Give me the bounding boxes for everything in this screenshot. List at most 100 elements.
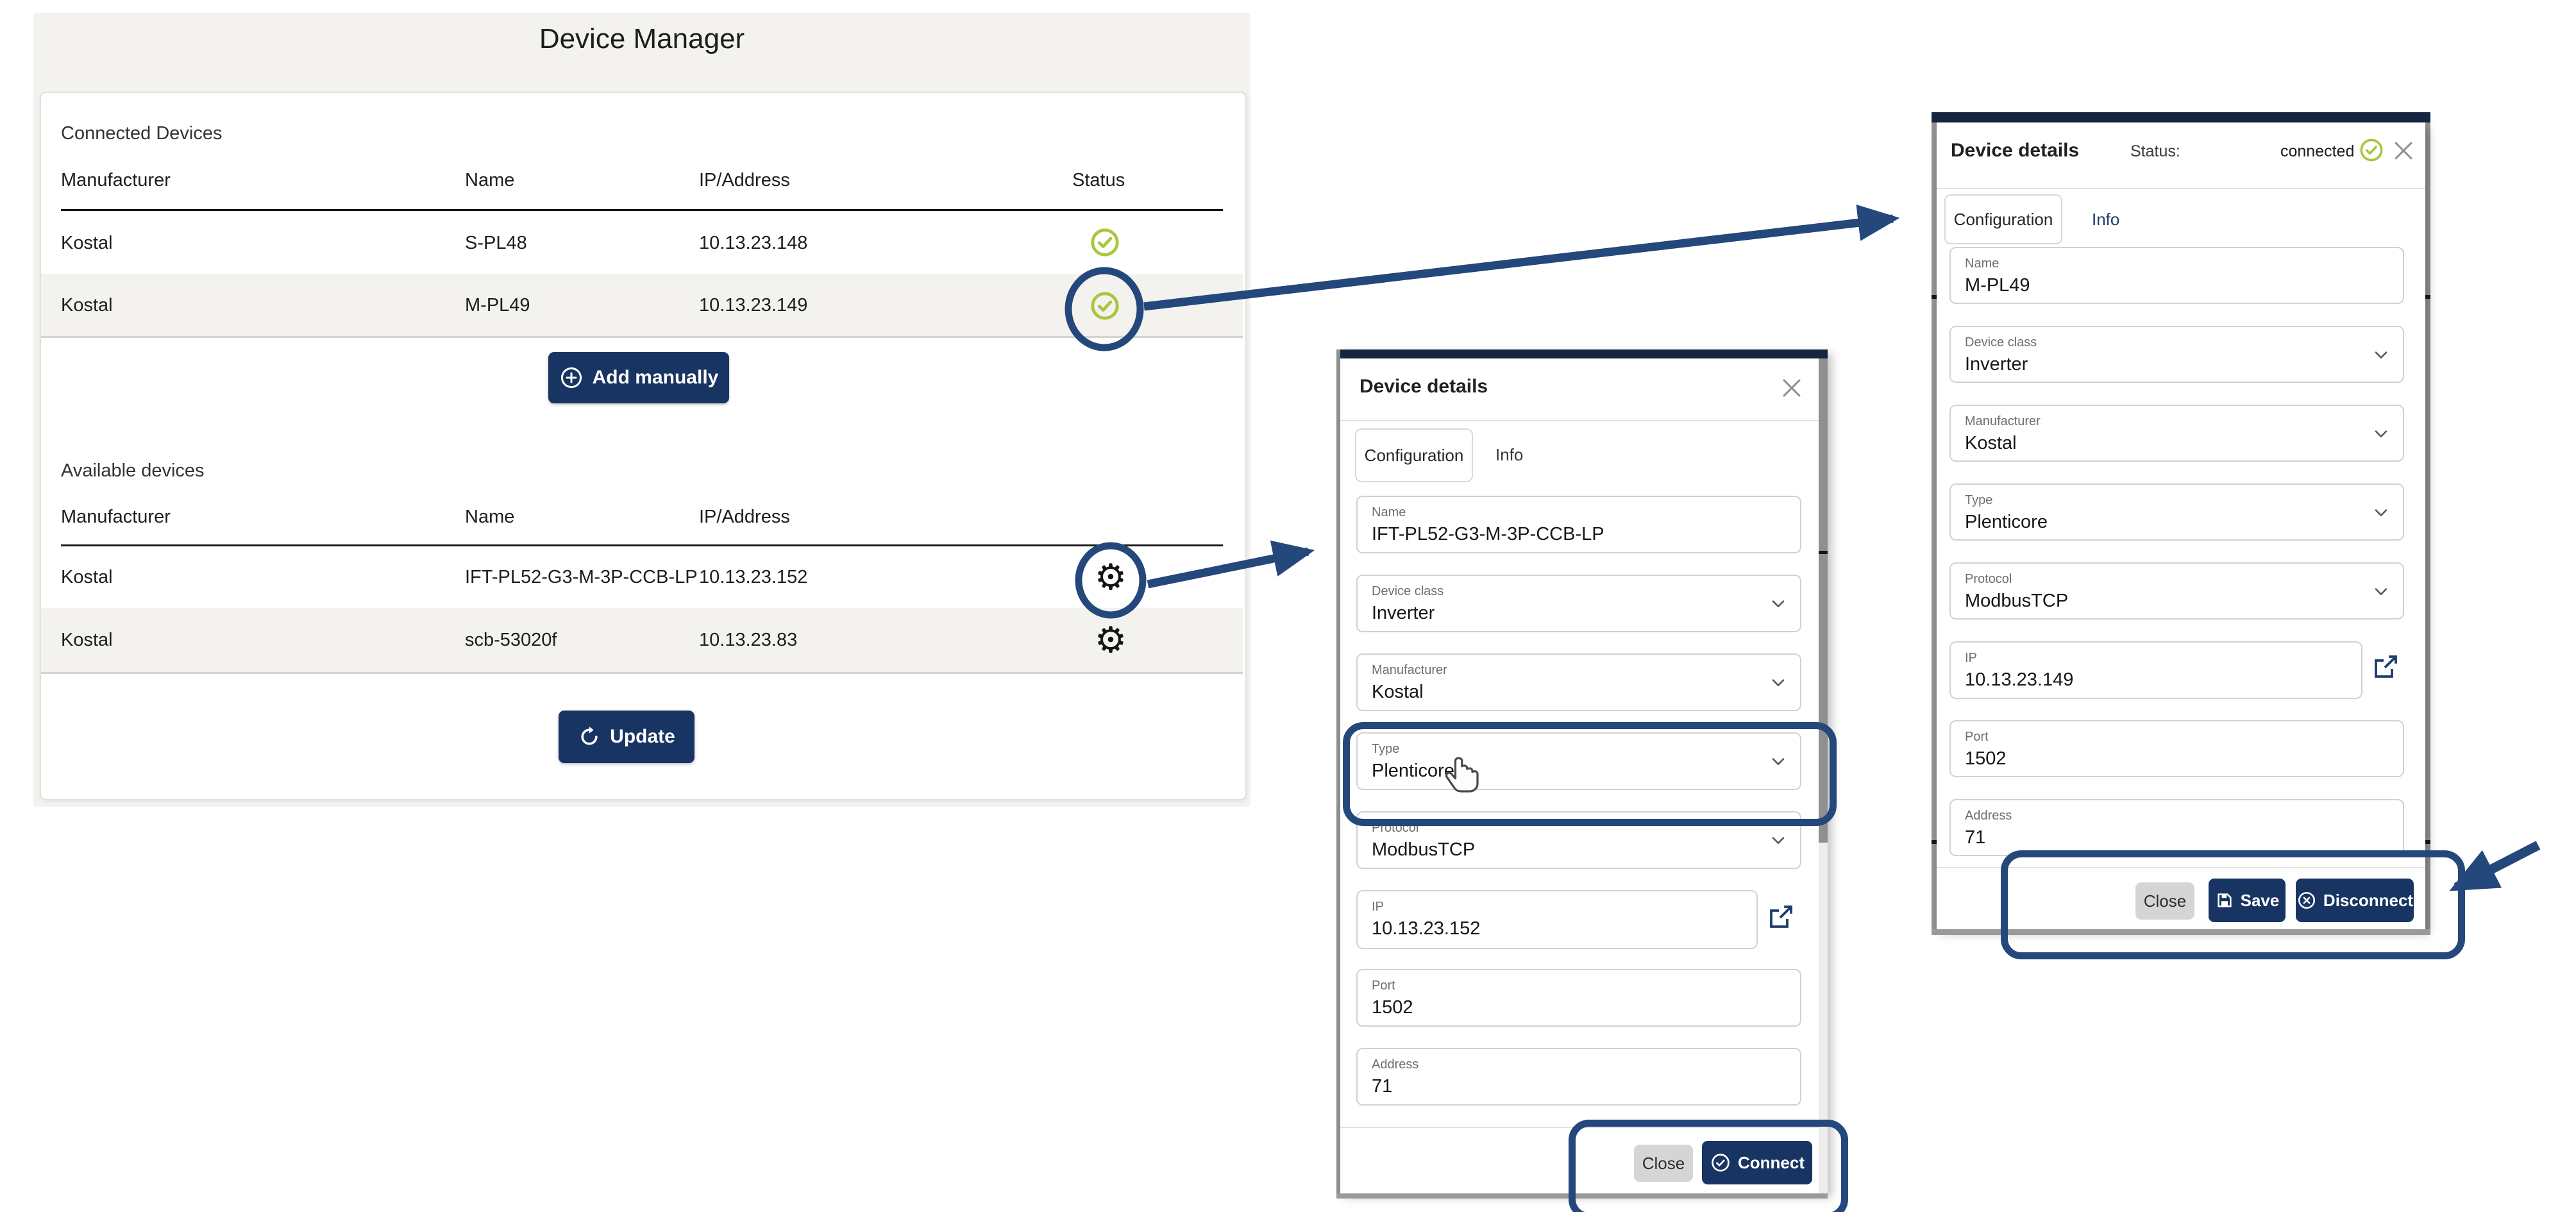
field-label: Address [1372, 1057, 1419, 1072]
device-settings-gear-icon[interactable]: ⚙ [1094, 557, 1127, 597]
dialog-divider [1340, 420, 1819, 421]
add-manually-button[interactable]: Add manually [548, 352, 729, 403]
tab-label: Configuration [1364, 445, 1464, 465]
cell-manufacturer: Kostal [61, 233, 113, 253]
field-value: M-PL49 [1965, 275, 2030, 296]
dialog-divider [1937, 188, 2425, 189]
device-class-select[interactable]: Device class Inverter [1949, 326, 2404, 383]
column-header-ip: IP/Address [699, 170, 790, 190]
protocol-select[interactable]: Protocol ModbusTCP [1356, 811, 1801, 869]
field-value: 10.13.23.152 [1372, 918, 1481, 939]
device-settings-gear-icon[interactable]: ⚙ [1094, 619, 1127, 660]
cell-ip: 10.13.23.83 [699, 630, 798, 650]
dialog-footer-divider [1937, 867, 2425, 868]
scrollbar-thumb[interactable] [1819, 358, 1828, 843]
port-field[interactable]: Port 1502 [1949, 720, 2404, 777]
field-label: IP [1965, 651, 1977, 665]
ip-field[interactable]: IP 10.13.23.149 [1949, 641, 2362, 699]
close-label: Close [1642, 1153, 1685, 1173]
field-value: Plenticore [1965, 512, 2048, 532]
close-button[interactable]: Close [1634, 1145, 1693, 1182]
dialog-title: Device details [1951, 140, 2080, 161]
column-header-manufacturer: Manufacturer [61, 170, 171, 190]
dialog-title: Device details [1360, 376, 1488, 397]
hand-cursor-icon [1442, 754, 1486, 799]
field-label: Port [1965, 730, 1989, 744]
status-connected-icon [1090, 290, 1120, 321]
status-connected-icon [1090, 227, 1120, 258]
update-button[interactable]: Update [559, 711, 695, 763]
disconnect-label: Disconnect [2323, 890, 2414, 910]
tab-configuration[interactable]: Configuration [1944, 194, 2062, 244]
dialog-bottom-edge [1932, 929, 2430, 935]
column-header-name: Name [465, 170, 515, 190]
cell-name: scb-53020f [465, 630, 557, 650]
table-row[interactable]: Kostal M-PL49 10.13.23.149 [41, 274, 1243, 338]
chevron-down-icon [2371, 581, 2391, 602]
cell-name: M-PL49 [465, 295, 530, 316]
page-title: Device Manager [539, 23, 745, 55]
chevron-down-icon [1768, 593, 1789, 614]
field-value: IFT-PL52-G3-M-3P-CCB-LP [1372, 524, 1604, 544]
ip-field[interactable]: IP 10.13.23.152 [1356, 890, 1758, 949]
update-label: Update [610, 726, 675, 747]
manufacturer-select[interactable]: Manufacturer Kostal [1356, 653, 1801, 711]
field-value: Kostal [1965, 433, 2017, 453]
disconnect-button[interactable]: Disconnect [2296, 879, 2414, 922]
disconnect-icon [2296, 890, 2317, 911]
open-ip-external-link-icon[interactable] [2370, 652, 2401, 682]
tab-info[interactable]: Info [2092, 210, 2120, 229]
field-value: Inverter [1372, 603, 1435, 623]
field-value: ModbusTCP [1372, 839, 1476, 860]
field-value: 1502 [1965, 748, 2007, 769]
field-value: 71 [1372, 1076, 1393, 1097]
scrollbar-tick [1819, 551, 1828, 554]
table-row[interactable]: Kostal scb-53020f 10.13.23.83 ⚙ [41, 608, 1243, 674]
field-label: Manufacturer [1965, 414, 2041, 428]
table-row[interactable]: Kostal IFT-PL52-G3-M-3P-CCB-LP 10.13.23.… [41, 546, 1243, 608]
field-label: Protocol [1965, 572, 2012, 586]
chevron-down-icon [2371, 502, 2391, 523]
open-ip-external-link-icon[interactable] [1765, 902, 1796, 932]
name-field[interactable]: Name IFT-PL52-G3-M-3P-CCB-LP [1356, 496, 1801, 553]
name-field[interactable]: Name M-PL49 [1949, 247, 2404, 304]
status-label: Status: [2130, 142, 2180, 160]
close-icon[interactable] [1778, 374, 1806, 402]
edge-tick [1932, 840, 1937, 844]
close-button[interactable]: Close [2135, 882, 2194, 920]
column-header-manufacturer: Manufacturer [61, 507, 171, 527]
table-row[interactable]: Kostal S-PL48 10.13.23.148 [41, 212, 1243, 274]
edge-tick [1932, 295, 1937, 299]
dialog-top-bar [1932, 112, 2430, 122]
chevron-down-icon [1768, 751, 1789, 771]
status-value: connected [2280, 142, 2355, 160]
field-value: ModbusTCP [1965, 591, 2069, 611]
address-field[interactable]: Address 71 [1949, 799, 2404, 856]
dialog-footer-divider [1340, 1127, 1819, 1128]
address-field[interactable]: Address 71 [1356, 1048, 1801, 1106]
dialog-bottom-edge [1336, 1193, 1828, 1199]
port-field[interactable]: Port 1502 [1356, 969, 1801, 1027]
type-select[interactable]: Type Plenticore [1949, 484, 2404, 541]
save-icon [2215, 891, 2234, 910]
save-button[interactable]: Save [2209, 879, 2286, 922]
dialog-right-edge [2425, 122, 2430, 935]
field-value: 1502 [1372, 997, 1413, 1018]
connect-button[interactable]: Connect [1702, 1141, 1812, 1184]
field-label: Device class [1372, 584, 1444, 598]
edge-tick [2425, 295, 2430, 299]
cell-ip: 10.13.23.149 [699, 295, 808, 316]
table-header-divider [61, 209, 1223, 211]
protocol-select[interactable]: Protocol ModbusTCP [1949, 562, 2404, 619]
tab-configuration[interactable]: Configuration [1355, 428, 1473, 482]
table-header-divider [61, 544, 1223, 546]
close-icon[interactable] [2389, 137, 2418, 165]
connect-label: Connect [1738, 1152, 1805, 1172]
field-label: Name [1965, 257, 1999, 271]
field-value: Plenticore [1372, 761, 1454, 781]
type-select[interactable]: Type Plenticore [1356, 732, 1801, 790]
manufacturer-select[interactable]: Manufacturer Kostal [1949, 405, 2404, 462]
dialog-scrollbar[interactable] [1819, 358, 1828, 1193]
tab-info[interactable]: Info [1495, 445, 1524, 464]
device-class-select[interactable]: Device class Inverter [1356, 575, 1801, 632]
